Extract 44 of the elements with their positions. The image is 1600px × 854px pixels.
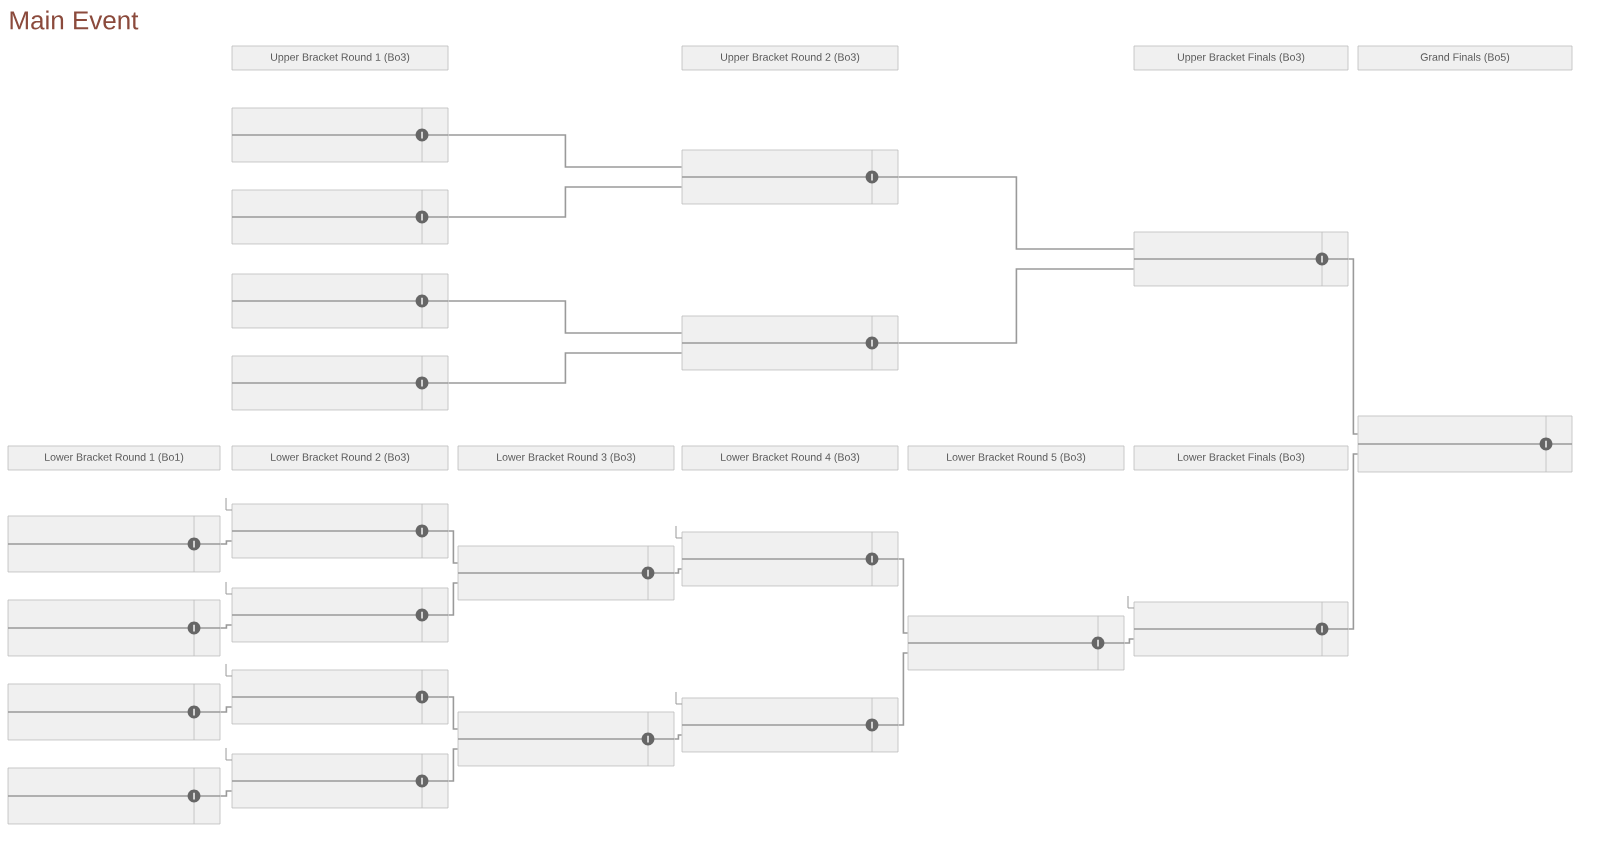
bracket-line xyxy=(673,734,683,740)
bracket-line xyxy=(219,540,233,545)
bracket-line xyxy=(447,530,459,564)
match-box xyxy=(231,273,449,329)
match-box xyxy=(231,189,449,245)
match-box xyxy=(7,767,221,825)
bracket-line xyxy=(219,790,233,797)
match-box xyxy=(7,683,221,741)
match-box xyxy=(231,107,449,163)
match-box xyxy=(681,149,899,205)
title: Main Event xyxy=(10,10,139,30)
bracket-line xyxy=(673,568,683,574)
bracket-line xyxy=(1123,638,1135,644)
bracket-line xyxy=(447,582,459,616)
bracket-line xyxy=(219,624,233,629)
match-box xyxy=(7,599,221,657)
match-box xyxy=(7,515,221,573)
bracket-line xyxy=(447,300,683,334)
bracket-line xyxy=(897,176,1135,250)
match-box xyxy=(681,315,899,371)
match-box xyxy=(1133,231,1349,287)
match-box xyxy=(1357,415,1573,473)
bracket-line xyxy=(219,706,233,713)
match-box xyxy=(231,753,449,809)
match-box xyxy=(907,615,1125,671)
match-box xyxy=(681,531,899,587)
match-box xyxy=(457,545,675,601)
bracket-line xyxy=(447,696,459,730)
match-box xyxy=(681,697,899,753)
bracket-line xyxy=(447,134,683,168)
bracket-line xyxy=(1347,453,1359,630)
bracket-line xyxy=(897,558,909,634)
match-box xyxy=(231,355,449,411)
match-box xyxy=(1133,601,1349,657)
bracket-line xyxy=(447,352,683,384)
bracket-line xyxy=(1347,258,1359,435)
bracket-line xyxy=(447,186,683,218)
bracket-line xyxy=(897,652,909,726)
bracket-line xyxy=(897,268,1135,344)
bracket-line xyxy=(447,748,459,782)
match-box xyxy=(231,669,449,725)
match-box xyxy=(231,587,449,643)
match-box xyxy=(231,503,449,559)
match-box xyxy=(457,711,675,767)
